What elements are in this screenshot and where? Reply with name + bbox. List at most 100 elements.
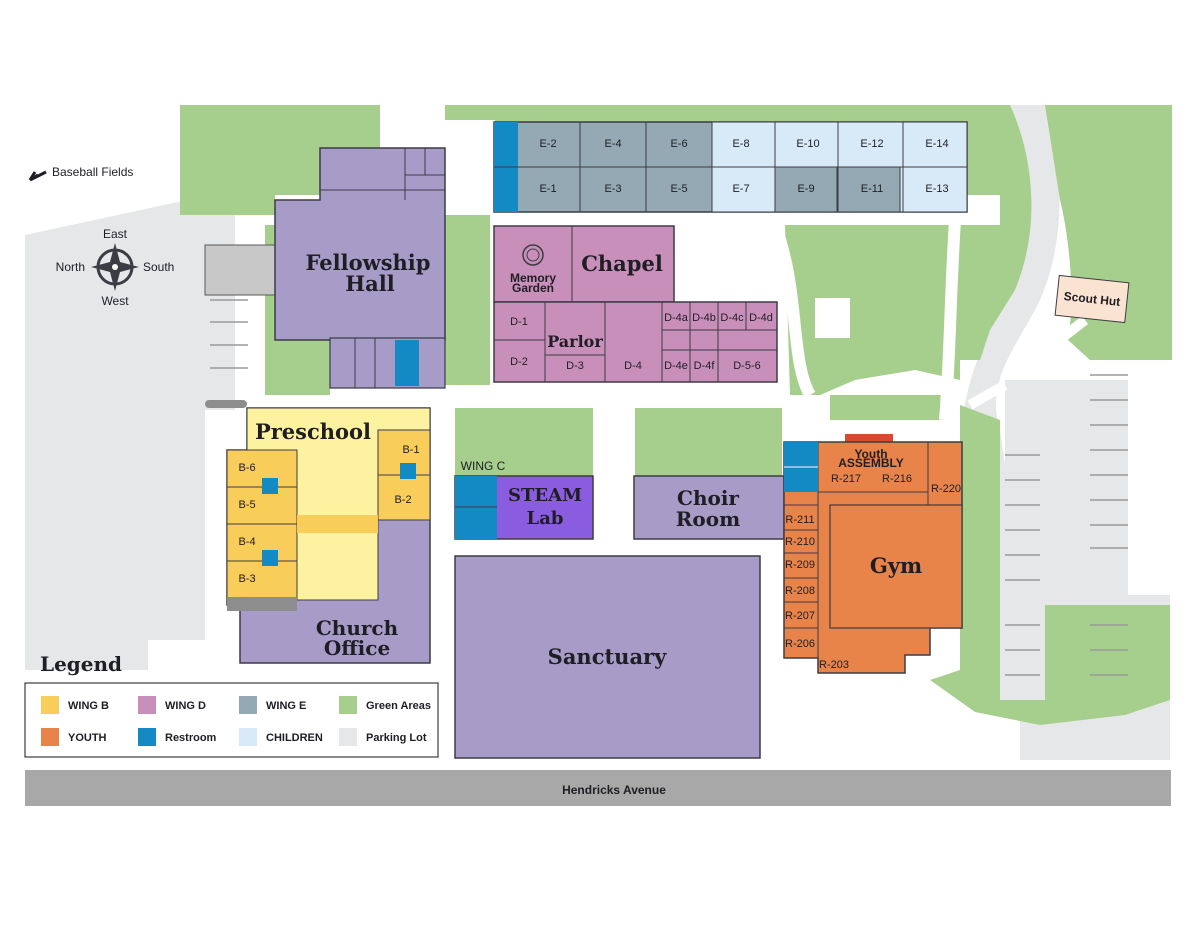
room-label: R-208 (785, 585, 815, 597)
legend-swatch (339, 728, 357, 746)
room-label: E-12 (860, 138, 883, 150)
legend-label: Parking Lot (366, 732, 427, 744)
room-label: R-217 (831, 473, 861, 485)
green-area-choir (635, 408, 782, 476)
legend-items: WING B WING D WING E Green Areas YOUTH R… (41, 696, 431, 746)
walkway-scout (1036, 316, 1089, 359)
room-label: E-11 (861, 183, 883, 195)
steam-lab-label-2: Lab (527, 508, 564, 529)
wing-c-label: WING C (461, 459, 506, 473)
walkway-3 (443, 137, 482, 197)
room-label: B-3 (238, 573, 255, 585)
legend-swatch (41, 696, 59, 714)
green-area-center (830, 395, 945, 420)
green-area-wing-c (455, 408, 593, 476)
preschool-building (226, 407, 431, 664)
parking-stripes (210, 299, 1128, 676)
room-label: R-210 (785, 536, 815, 548)
compass-south: South (143, 260, 174, 274)
compass-east: East (103, 227, 128, 241)
compass-rose (91, 243, 139, 291)
legend-swatch (41, 728, 59, 746)
legend-label: WING D (165, 700, 206, 712)
wing-c-building (454, 475, 594, 540)
baseball-fields-pointer (28, 170, 47, 182)
youth-gym-building (783, 434, 963, 674)
room-label: B-2 (394, 494, 411, 506)
legend-swatch (239, 728, 257, 746)
steam-lab-label-1: STEAM (508, 485, 582, 506)
room-label: R-211 (785, 514, 814, 526)
room-label: D-4a (664, 312, 689, 324)
room-label: B-5 (238, 499, 255, 511)
room-label: D-4f (694, 360, 716, 372)
room-label: E-9 (797, 183, 814, 195)
room-label: E-5 (670, 183, 687, 195)
choir-room-building (633, 475, 785, 540)
room-label: D-1 (510, 316, 528, 328)
room-label: D-2 (510, 356, 528, 368)
room-label: E-10 (796, 138, 819, 150)
room-label: B-6 (238, 462, 255, 474)
compass-north: North (56, 260, 85, 274)
room-label: R-220 (931, 483, 961, 495)
wing-e-bottom-rooms: E-1 E-3 E-5 E-7 E-9 E-11 E-13 (539, 183, 948, 195)
green-area-center-north (785, 225, 960, 395)
room-label: R-203 (819, 659, 849, 671)
wing-b-rooms: B-1 B-2 B-3 B-4 B-5 B-6 (238, 444, 419, 585)
street-label: Hendricks Avenue (562, 783, 666, 797)
room-label: D-4 (624, 360, 642, 372)
church-office-label-1: Church (316, 616, 399, 640)
fellowship-hall-label-1: Fellowship (306, 250, 431, 275)
room-label: B-1 (402, 444, 419, 456)
wing-e-top-rooms: E-2 E-4 E-6 E-8 E-10 E-12 E-14 (539, 138, 948, 150)
west-parking-lot (25, 195, 235, 670)
room-label: E-6 (670, 138, 687, 150)
legend-title: Legend (40, 652, 122, 676)
room-label: D-4d (749, 312, 773, 324)
legend-swatch (138, 696, 156, 714)
room-label: D-3 (566, 360, 584, 372)
compass-west: West (101, 294, 129, 308)
wing-d-rooms: D-1 D-2 D-3 D-4 D-4a D-4b D-4c D-4d D-4e… (510, 312, 773, 372)
walkway-4 (967, 380, 1008, 410)
room-label: D-4c (720, 312, 744, 324)
paved-square (815, 298, 850, 338)
youth-assembly-label-1: Youth (854, 447, 887, 461)
legend-label: Green Areas (366, 700, 431, 712)
room-label: E-3 (604, 183, 621, 195)
chapel-label: Chapel (581, 251, 663, 276)
legend-swatch (239, 696, 257, 714)
memory-garden-label-1: Memory (510, 271, 556, 285)
room-label: B-4 (238, 536, 255, 548)
room-label: D-5-6 (733, 360, 761, 372)
walkway-1 (769, 222, 816, 398)
green-area-north (180, 105, 380, 215)
legend-swatch (339, 696, 357, 714)
fellowship-hall-label-2: Hall (345, 271, 394, 296)
sanctuary-label: Sanctuary (548, 644, 667, 669)
room-label: R-207 (785, 610, 815, 622)
church-office-label-2: Office (324, 636, 390, 660)
room-label: E-4 (604, 138, 621, 150)
room-label: R-209 (785, 559, 815, 571)
room-label: R-206 (785, 638, 815, 650)
legend-label: CHILDREN (266, 732, 323, 744)
room-label: E-13 (925, 183, 948, 195)
curb (205, 400, 247, 408)
room-label: R-216 (882, 473, 912, 485)
room-label: E-14 (925, 138, 948, 150)
baseball-fields-label: Baseball Fields (52, 165, 133, 179)
room-label: D-4b (692, 312, 716, 324)
room-label: E-2 (539, 138, 556, 150)
legend-label: Restroom (165, 732, 217, 744)
legend-box (24, 682, 439, 758)
hendricks-avenue-road (25, 770, 1171, 806)
scout-hut-label: Scout Hut (1063, 289, 1121, 309)
preschool-label: Preschool (255, 419, 371, 444)
walkway-2 (939, 219, 961, 421)
sanctuary-building (454, 555, 761, 759)
legend-swatch (138, 728, 156, 746)
wing-e-building (493, 121, 968, 213)
